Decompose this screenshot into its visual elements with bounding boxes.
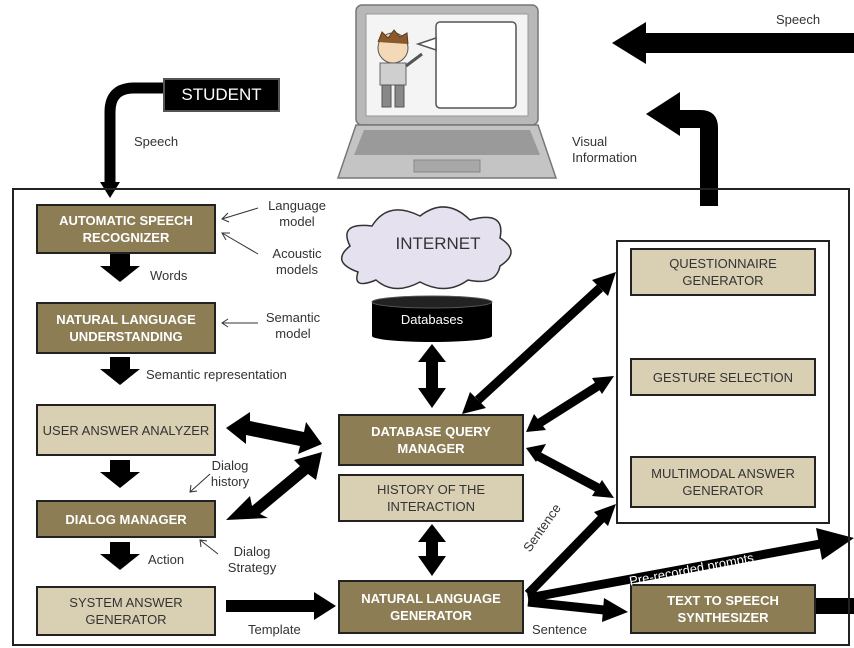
databases-label: Databases bbox=[400, 312, 464, 327]
student-speech-arrow bbox=[104, 82, 163, 186]
semantic-representation-label: Semantic representation bbox=[146, 367, 287, 382]
dm-box: DIALOG MANAGER bbox=[36, 500, 216, 538]
action-label: Action bbox=[148, 552, 185, 567]
system-frame bbox=[12, 188, 850, 646]
speech-output-arrow bbox=[612, 22, 854, 64]
internet-label: INTERNET bbox=[395, 234, 481, 253]
student-box: STUDENT bbox=[163, 78, 280, 112]
semantic-model-label: Semantic model bbox=[265, 310, 321, 341]
gesture-box: GESTURE SELECTION bbox=[630, 358, 816, 396]
sag-box: SYSTEM ANSWER GENERATOR bbox=[36, 586, 216, 636]
template-label: Template bbox=[248, 622, 301, 637]
uaa-box: USER ANSWER ANALYZER bbox=[36, 404, 216, 456]
words-label: Words bbox=[150, 268, 188, 283]
laptop-icon bbox=[336, 4, 558, 179]
dialog-strategy-label: Dialog Strategy bbox=[227, 544, 277, 575]
speech-in-label: Speech bbox=[134, 134, 179, 149]
visual-information-label: Visual Information bbox=[572, 134, 638, 165]
nlu-box: NATURAL LANGUAGE UNDERSTANDING bbox=[36, 302, 216, 354]
tts-box: TEXT TO SPEECH SYNTHESIZER bbox=[630, 584, 816, 634]
sentence-label-lower: Sentence bbox=[532, 622, 587, 637]
dialog-history-label: Dialog history bbox=[210, 458, 250, 489]
questionnaire-box: QUESTIONNAIRE GENERATOR bbox=[630, 248, 816, 296]
mag-box: MULTIMODAL ANSWER GENERATOR bbox=[630, 456, 816, 508]
acoustic-models-label: Acoustic models bbox=[272, 246, 322, 277]
language-model-label: Language model bbox=[268, 198, 326, 229]
internet-cloud bbox=[341, 206, 512, 290]
asr-box: AUTOMATIC SPEECH RECOGNIZER bbox=[36, 204, 216, 254]
dqm-box: DATABASE QUERY MANAGER bbox=[338, 414, 524, 466]
visual-information-arrow bbox=[646, 92, 718, 206]
databases-cylinder bbox=[371, 295, 493, 342]
nlg-box: NATURAL LANGUAGE GENERATOR bbox=[338, 580, 524, 634]
speech-out-label: Speech bbox=[776, 12, 821, 27]
history-box: HISTORY OF THE INTERACTION bbox=[338, 474, 524, 522]
